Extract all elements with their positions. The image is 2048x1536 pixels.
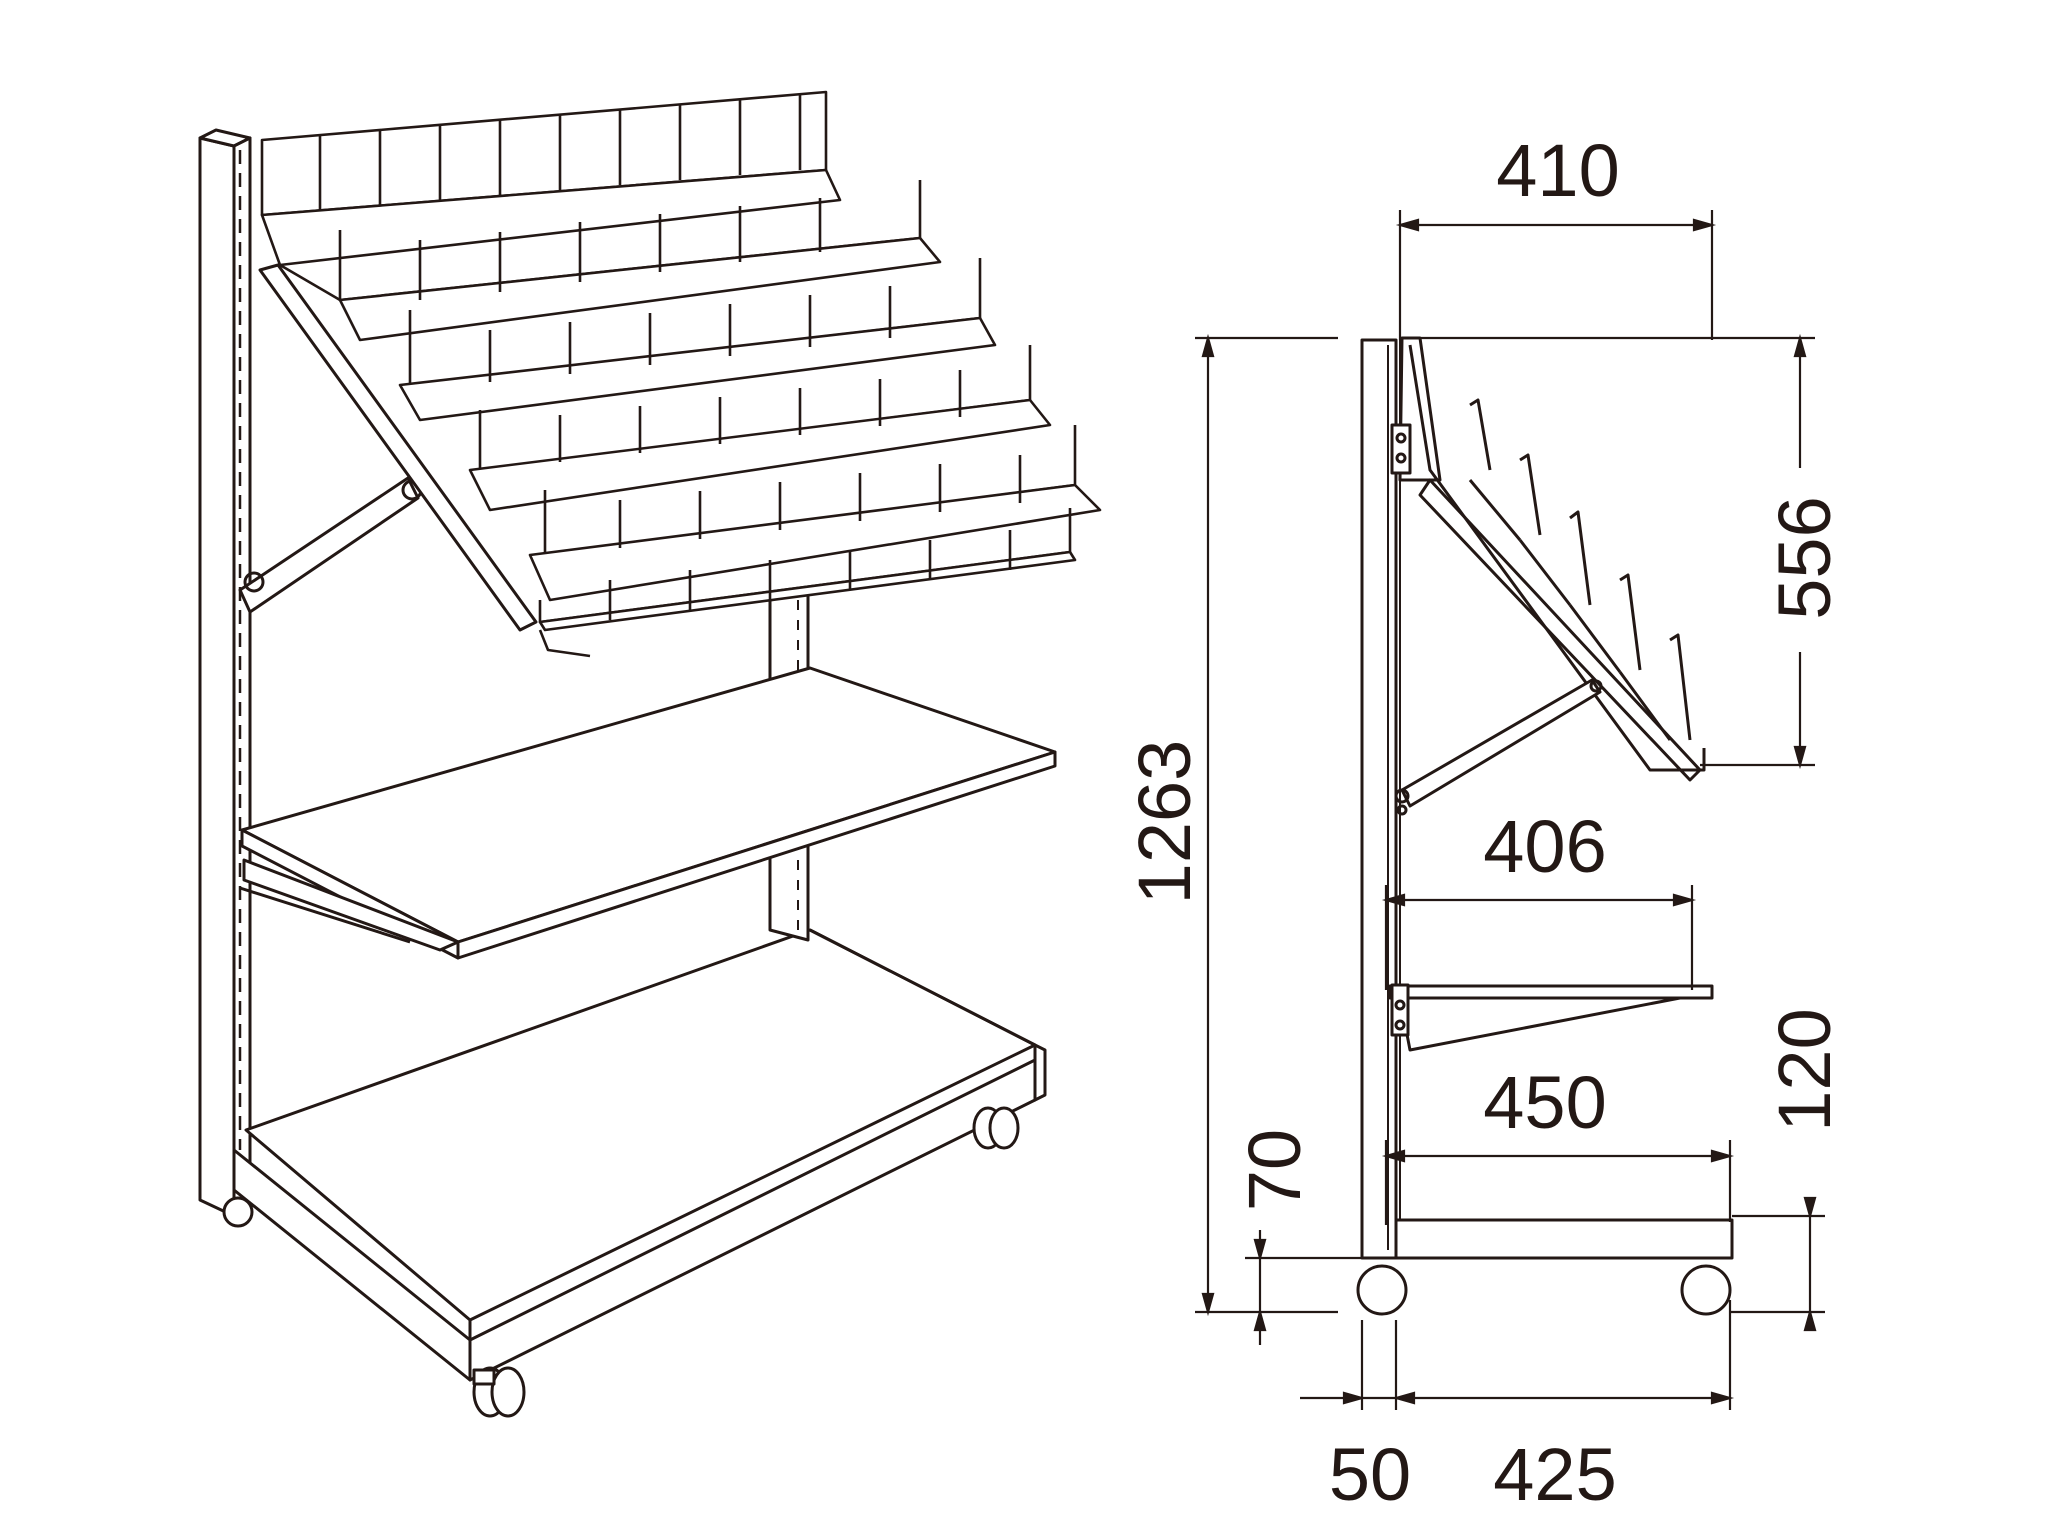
dim-556: 556 (1763, 496, 1846, 619)
caster-back-right (972, 1106, 1020, 1150)
caster-front (472, 1366, 526, 1418)
perspective-view (198, 90, 1102, 1418)
side-view (1356, 336, 1734, 1316)
dim-425: 425 (1493, 1433, 1616, 1516)
side-middle-shelf (1388, 983, 1714, 1052)
caster-back-left (222, 1196, 254, 1228)
dim-450: 450 (1483, 1061, 1606, 1144)
dim-1263: 1263 (1123, 740, 1206, 905)
middle-shelf (239, 666, 1057, 960)
side-base (1356, 1218, 1734, 1316)
wire-basket (260, 90, 1102, 658)
basket-arm (238, 263, 538, 632)
upright-post (198, 128, 252, 1218)
dim-120: 120 (1763, 1008, 1846, 1131)
dim-406: 406 (1483, 805, 1606, 888)
dim-50: 50 (1329, 1433, 1411, 1516)
dim-410: 410 (1496, 129, 1619, 212)
side-basket (1390, 336, 1706, 816)
dimension-lines (1195, 210, 1825, 1410)
base-frame (232, 928, 1047, 1382)
side-upright (1360, 338, 1401, 1260)
dim-70: 70 (1233, 1129, 1316, 1211)
dimension-labels: 410 406 450 50 425 1263 556 120 70 (1123, 129, 1846, 1516)
